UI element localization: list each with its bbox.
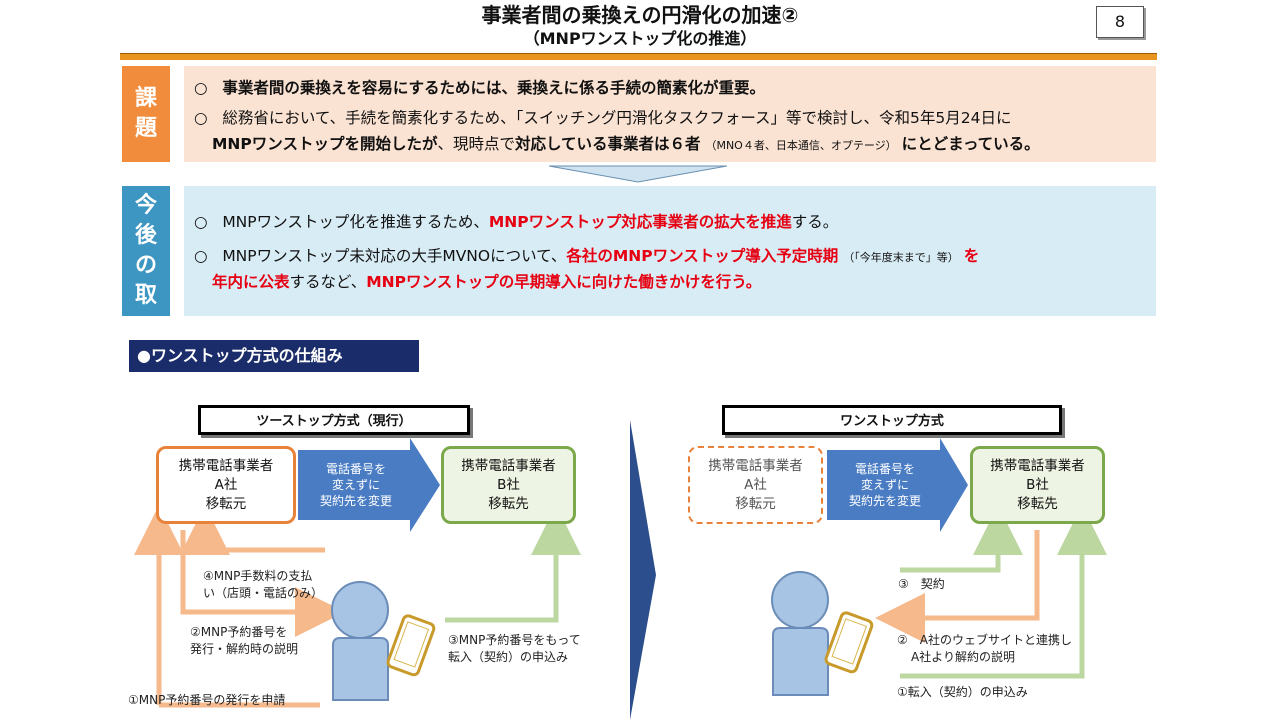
kadai-line-1: ○ 事業者間の乗換えを容易にするためには、乗換えに係る手続の簡素化が重要。 — [194, 76, 765, 100]
step3-note: ③ 契約 — [898, 577, 945, 591]
kongo-box: ○ MNPワンストップ化を推進するため、MNPワンストップ対応事業者の拡大を推進… — [184, 186, 1156, 316]
page-subtitle: （MNPワンストップ化の推進） — [523, 29, 757, 48]
carrier-role: 移転元 — [205, 495, 247, 512]
carrier-b-box: 携帯電話事業者 B社 移転先 — [441, 446, 576, 524]
kadai-line-2-text: 総務省において、手続を簡素化するため、「スイッチング円滑化タスクフォース」等で検… — [222, 109, 1012, 127]
carrier-name: A社 — [744, 476, 767, 493]
transfer-arrow-icon — [827, 438, 968, 532]
step4-arrow — [180, 505, 325, 555]
carrier-a-box: 携帯電話事業者 A社 移転元 — [156, 446, 296, 524]
mnp-diagram — [134, 420, 1107, 720]
kongo-line-1-red: MNPワンストップ対応事業者の拡大を推進 — [488, 213, 792, 231]
user-icon — [771, 571, 874, 696]
step2-line: 発行・解約時の説明 — [190, 642, 299, 656]
kongo-line-3: 年内に公表するなど、MNPワンストップの早期導入に向けた働きかけを行う。 — [212, 270, 761, 294]
arrow-text-line: 契約先を変更 — [848, 494, 921, 508]
bullet: ○ — [194, 213, 208, 231]
divider-arrow-icon — [630, 420, 656, 720]
kadai-tag-char: 課 — [134, 86, 157, 111]
step2-line: ②MNP予約番号を — [190, 625, 288, 639]
kadai-line-3-small: （MNO４者、日本通信、オプテージ） — [705, 139, 897, 152]
kongo-line-2-plain: MNPワンストップ未対応の大手MVNOについて、 — [222, 247, 567, 265]
carrier-label: 携帯電話事業者 — [708, 457, 803, 474]
step1-note: ①MNP予約番号の発行を申請 — [128, 693, 286, 707]
kongo-line-3-plain: するなど、 — [289, 273, 367, 291]
kongo-line-1-plain-a: MNPワンストップ化を推進するため、 — [222, 213, 489, 231]
step4-line: ④MNP手数料の支払 — [203, 569, 313, 583]
step2-arrow — [875, 530, 1040, 643]
user-icon — [331, 581, 436, 701]
kongo-tag-char: 今 — [134, 193, 157, 218]
page-title: 事業者間の乗換えの円滑化の加速② — [481, 3, 799, 27]
carrier-name: B社 — [1026, 476, 1049, 493]
carrier-name: A社 — [214, 476, 238, 493]
carrier-a-box: 携帯電話事業者 A社 移転元 — [688, 446, 823, 524]
kongo-line-1: ○ MNPワンストップ化を推進するため、MNPワンストップ対応事業者の拡大を推進… — [194, 210, 838, 234]
kadai-line-1-text: 事業者間の乗換えを容易にするためには、乗換えに係る手続の簡素化が重要。 — [222, 79, 765, 97]
transfer-arrow-text: 電話番号を 変えずに 契約先を変更 — [300, 461, 412, 509]
step2-line: ② A社のウェブサイトと連携し — [897, 633, 1072, 647]
step3-note: ③MNP予約番号をもって 転入（契約）の申込み — [448, 632, 581, 666]
carrier-label: 携帯電話事業者 — [461, 457, 556, 474]
step2-note: ② A社のウェブサイトと連携し A社より解約の説明 — [897, 632, 1072, 666]
section-heading: ●ワンストップ方式の仕組み — [129, 340, 419, 372]
arrow-text-line: 変えずに — [331, 478, 380, 492]
step3-arrow — [445, 505, 581, 623]
kongo-line-1-plain-b: する。 — [791, 213, 839, 231]
kadai-line-3-bold-c: にとどまっている。 — [901, 135, 1040, 153]
step3-line: 転入（契約）の申込み — [448, 650, 569, 664]
bullet: ○ — [194, 79, 208, 97]
carrier-label: 携帯電話事業者 — [178, 457, 274, 474]
carrier-role: 移転元 — [735, 495, 776, 512]
carrier-role: 移転先 — [488, 495, 529, 512]
transfer-arrow-text: 電話番号を 変えずに 契約先を変更 — [829, 461, 941, 509]
arrow-text-line: 変えずに — [860, 478, 909, 492]
kongo-tag-char: 取 — [134, 283, 157, 308]
two-stop-method-label: ツーストップ方式（現行） — [198, 405, 470, 435]
carrier-name: B社 — [497, 476, 520, 493]
kongo-tag-char: 後 — [134, 223, 157, 248]
arrow-text-line: 電話番号を — [854, 462, 915, 476]
kadai-box: ○ 事業者間の乗換えを容易にするためには、乗換えに係る手続の簡素化が重要。 ○ … — [184, 66, 1156, 162]
kongo-line-2-small: （「今年度末まで」等） — [843, 251, 959, 264]
kadai-line-3: MNPワンストップを開始したが、現時点で対応している事業者は６者 （MNO４者、… — [212, 132, 1040, 158]
step4-line: い（店頭・電話のみ） — [203, 586, 324, 600]
kongo-line-2-red-b: を — [963, 247, 980, 265]
carrier-label: 携帯電話事業者 — [990, 457, 1085, 474]
step2-note: ②MNP予約番号を 発行・解約時の説明 — [190, 624, 298, 658]
kadai-tag: 課 題 — [122, 66, 170, 162]
kongo-line-3-red-b: MNPワンストップの早期導入に向けた働きかけを行う。 — [366, 273, 762, 291]
page-number: 8 — [1096, 6, 1144, 38]
kadai-line-3-plain: 、現時点で — [437, 135, 515, 153]
kongo-tag: 今 後 の 取 — [122, 186, 170, 316]
step2-line: A社より解約の説明 — [911, 650, 1015, 664]
arrow-text-line: 電話番号を — [325, 462, 386, 476]
kadai-tag-char: 題 — [134, 116, 157, 141]
kongo-line-3-red-a: 年内に公表 — [212, 273, 290, 291]
carrier-role: 移転先 — [1017, 495, 1058, 512]
kadai-line-2: ○ 総務省において、手続を簡素化するため、「スイッチング円滑化タスクフォース」等… — [194, 106, 1012, 130]
kadai-line-3-bold-a: MNPワンストップを開始したが — [212, 135, 438, 153]
step1-note: ①転入（契約）の申込み — [897, 685, 1028, 699]
kongo-line-2: ○ MNPワンストップ未対応の大手MVNOについて、各社のMNPワンストップ導入… — [194, 244, 979, 270]
step3-arrow — [900, 505, 1023, 573]
kongo-tag-char: の — [134, 253, 157, 278]
bullet: ○ — [194, 109, 208, 127]
arrow-text-line: 契約先を変更 — [319, 494, 392, 508]
header-rule — [120, 53, 1157, 60]
bullet: ○ — [194, 247, 208, 265]
transfer-arrow-icon — [298, 438, 440, 532]
step1-arrow — [900, 505, 1107, 679]
kadai-line-3-bold-b: 対応している事業者は６者 — [514, 135, 701, 153]
step2-arrow — [180, 530, 345, 637]
step3-line: ③MNP予約番号をもって — [448, 633, 581, 647]
one-stop-method-label: ワンストップ方式 — [722, 405, 1062, 435]
step4-note: ④MNP手数料の支払 い（店頭・電話のみ） — [203, 568, 323, 602]
carrier-b-box: 携帯電話事業者 B社 移転先 — [970, 446, 1105, 524]
kongo-line-2-red: 各社のMNPワンストップ導入予定時期 — [566, 247, 839, 265]
down-arrow-icon — [548, 165, 728, 183]
